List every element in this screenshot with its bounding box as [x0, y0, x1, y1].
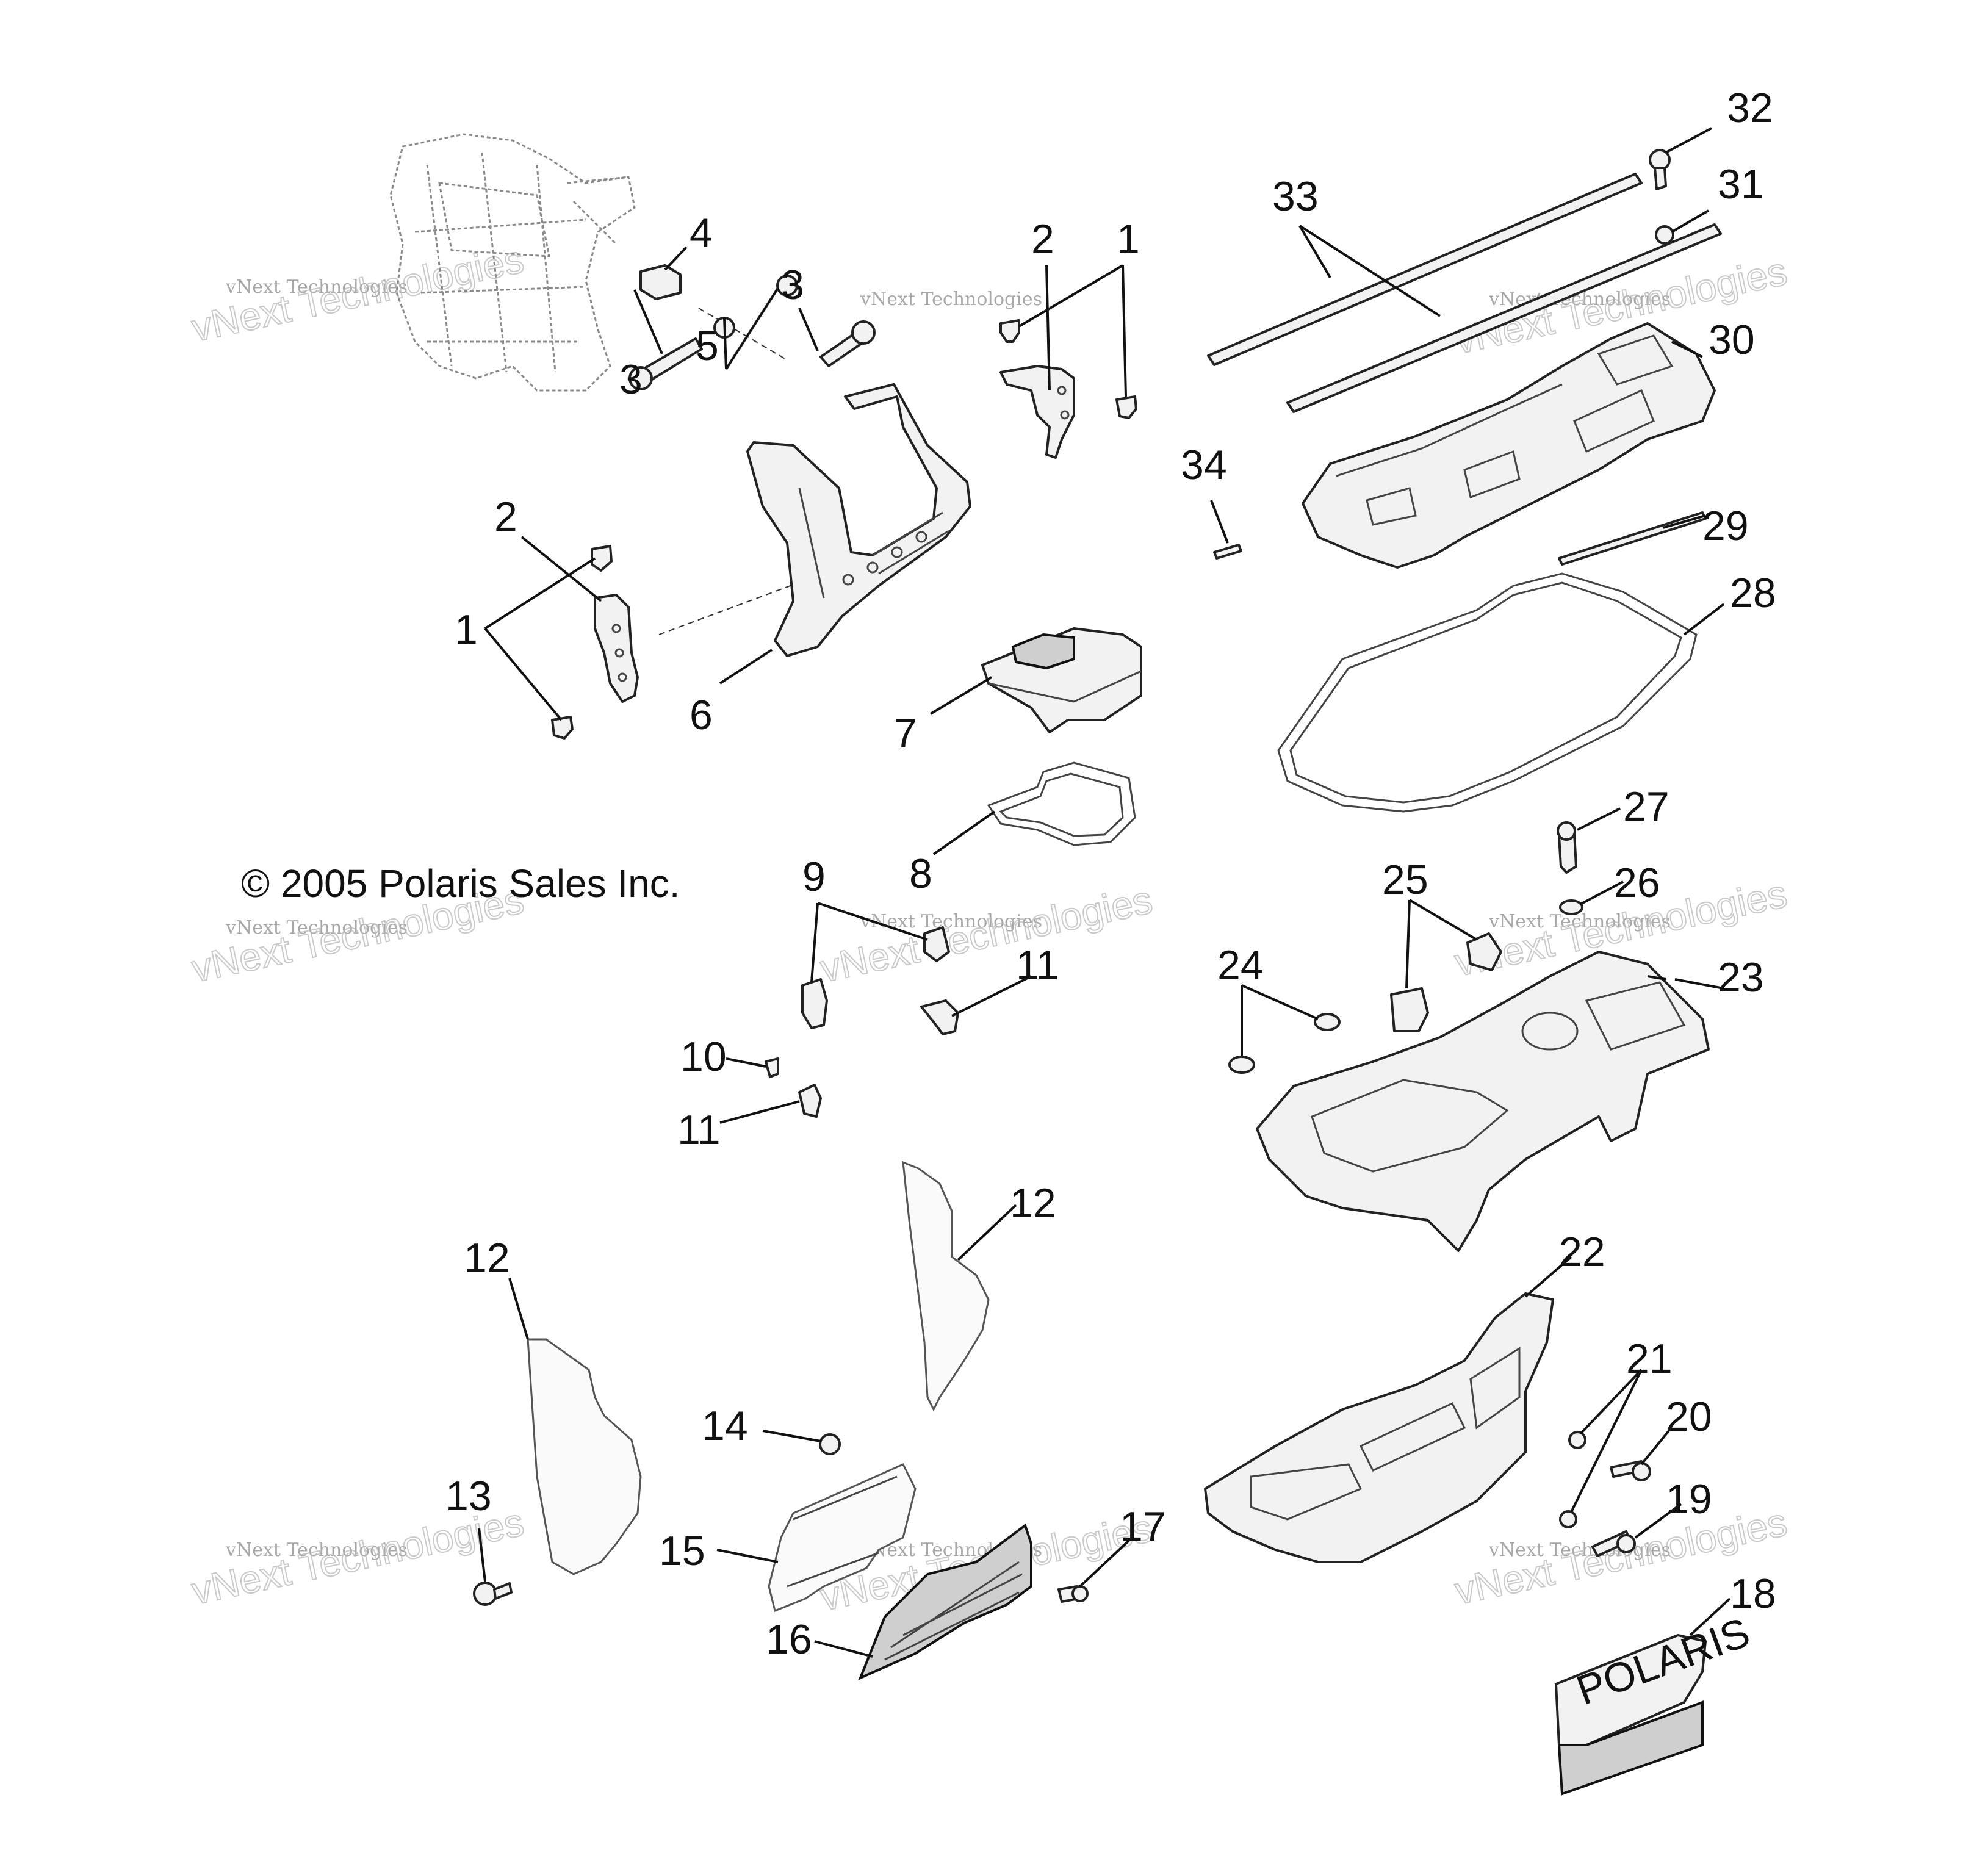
part-13-fastener: [473, 1582, 513, 1606]
callout-28: 28: [1730, 570, 1776, 616]
part-2-bracket-upper: [999, 365, 1075, 459]
part-26-washer: [1559, 899, 1583, 915]
callout-11: 11: [1016, 942, 1059, 988]
part-3-bolt-right: [819, 320, 876, 367]
part-20-bolt: [1610, 1460, 1651, 1481]
callout-numbers: 1 1 2 2 3 3 4 5 6 7 8 9 10 11 11 12 12 1…: [445, 85, 1776, 1663]
callout-17: 17: [1120, 1503, 1166, 1550]
callout-22: 22: [1559, 1229, 1605, 1275]
callout-5: 5: [696, 323, 719, 369]
part-34-pin: [1213, 544, 1242, 560]
part-32-bolt: [1649, 149, 1671, 190]
part-5-nut: [776, 275, 798, 297]
part-16-mesh-screen: [858, 1523, 1032, 1680]
callout-11: 11: [677, 1107, 721, 1153]
callout-31: 31: [1718, 161, 1764, 207]
callout-20: 20: [1666, 1394, 1712, 1440]
callout-30: 30: [1709, 317, 1755, 363]
copyright-text: © 2005 Polaris Sales Inc.: [241, 862, 680, 905]
part-10-screw: [765, 1057, 779, 1078]
watermark-top-center: vNext Technologies: [860, 289, 1042, 310]
callout-6: 6: [690, 692, 713, 738]
callout-1: 1: [1117, 216, 1140, 262]
part-24-plug: [1228, 1056, 1255, 1074]
part-11-clip: [920, 999, 959, 1035]
vehicle-frame-reference: [389, 133, 636, 392]
callout-33: 33: [1272, 173, 1319, 220]
part-4-block: [639, 264, 682, 300]
callout-12: 12: [1010, 1180, 1056, 1226]
part-2-bracket-lower: [594, 594, 639, 703]
watermark-small-text: vNext Technologies: [1488, 911, 1671, 932]
callout-32: 32: [1727, 85, 1773, 131]
part-22-front-bumper: [1204, 1292, 1554, 1563]
watermark-top-left: vNext Technologies vNext Technologies: [187, 236, 528, 351]
part-24-plug: [1314, 1013, 1341, 1031]
part-23-front-tray: [1256, 951, 1710, 1252]
callout-3: 3: [619, 356, 643, 403]
callout-14: 14: [702, 1403, 748, 1449]
part-14-nut: [819, 1433, 841, 1455]
part-29-rod: [1558, 511, 1707, 566]
part-11-clip: [798, 1084, 822, 1118]
callout-1: 1: [455, 606, 478, 653]
callout-2: 2: [494, 494, 517, 540]
watermark-small-text: vNext Technologies: [225, 276, 408, 298]
part-27-bolt: [1557, 821, 1577, 874]
callout-12: 12: [464, 1235, 510, 1281]
part-1-fastener-lower: [551, 545, 613, 740]
watermark-small-text: vNext Technologies: [225, 917, 408, 938]
callout-13: 13: [445, 1473, 492, 1519]
part-6-front-bracket: [746, 383, 971, 657]
callout-23: 23: [1718, 954, 1764, 1001]
callout-3: 3: [781, 262, 804, 308]
callout-4: 4: [690, 210, 713, 256]
callout-29: 29: [1702, 503, 1749, 549]
part-8-gasket: [987, 761, 1136, 846]
watermark-small-text: vNext Technologies: [860, 289, 1042, 310]
callout-2: 2: [1031, 216, 1054, 262]
part-9-latch: [801, 926, 950, 1029]
part-33-strips: [1207, 173, 1722, 413]
leader-lines: [478, 127, 1731, 1658]
part-7-cover: [981, 627, 1142, 733]
watermark-mid-center: vNext Technologies vNext Technologies: [816, 877, 1157, 991]
part-15-bracket: [768, 1463, 917, 1613]
callout-18: 18: [1730, 1571, 1776, 1617]
callout-21: 21: [1626, 1336, 1673, 1382]
watermark-big-text: vNext Technologies: [816, 877, 1156, 991]
part-3-bolt-left: [628, 337, 703, 390]
callout-26: 26: [1614, 860, 1660, 906]
part-18-nameplate: POLARIS: [1555, 1609, 1756, 1796]
part-12-panel-lower: [527, 1338, 642, 1575]
part-19-bolt: [1591, 1530, 1636, 1557]
part-25-cap: [1390, 932, 1502, 1032]
part-21-washer: [1568, 1431, 1586, 1449]
callout-16: 16: [766, 1616, 812, 1663]
callout-15: 15: [659, 1528, 705, 1574]
callout-8: 8: [909, 851, 932, 897]
part-12-panel-upper: [902, 1161, 990, 1412]
callout-19: 19: [1666, 1476, 1712, 1522]
part-21-washer: [1559, 1510, 1577, 1528]
callout-7: 7: [894, 710, 917, 757]
watermark-small-text: vNext Technologies: [225, 1539, 408, 1561]
part-28-gasket: [1277, 572, 1698, 813]
watermark-small-text: vNext Technologies: [1488, 1539, 1671, 1561]
part-31-nut: [1655, 225, 1674, 245]
callout-27: 27: [1623, 783, 1669, 830]
callout-25: 25: [1382, 857, 1428, 903]
alignment-line: [698, 308, 788, 361]
part-17-screw: [1057, 1585, 1089, 1603]
part-1-fastener-upper: [999, 319, 1137, 419]
callout-34: 34: [1181, 442, 1227, 488]
watermark-small-text: vNext Technologies: [860, 911, 1042, 932]
callout-10: 10: [680, 1034, 727, 1080]
callout-24: 24: [1217, 942, 1264, 988]
callout-9: 9: [802, 854, 826, 900]
part-30-rear-rack: [1302, 322, 1716, 569]
